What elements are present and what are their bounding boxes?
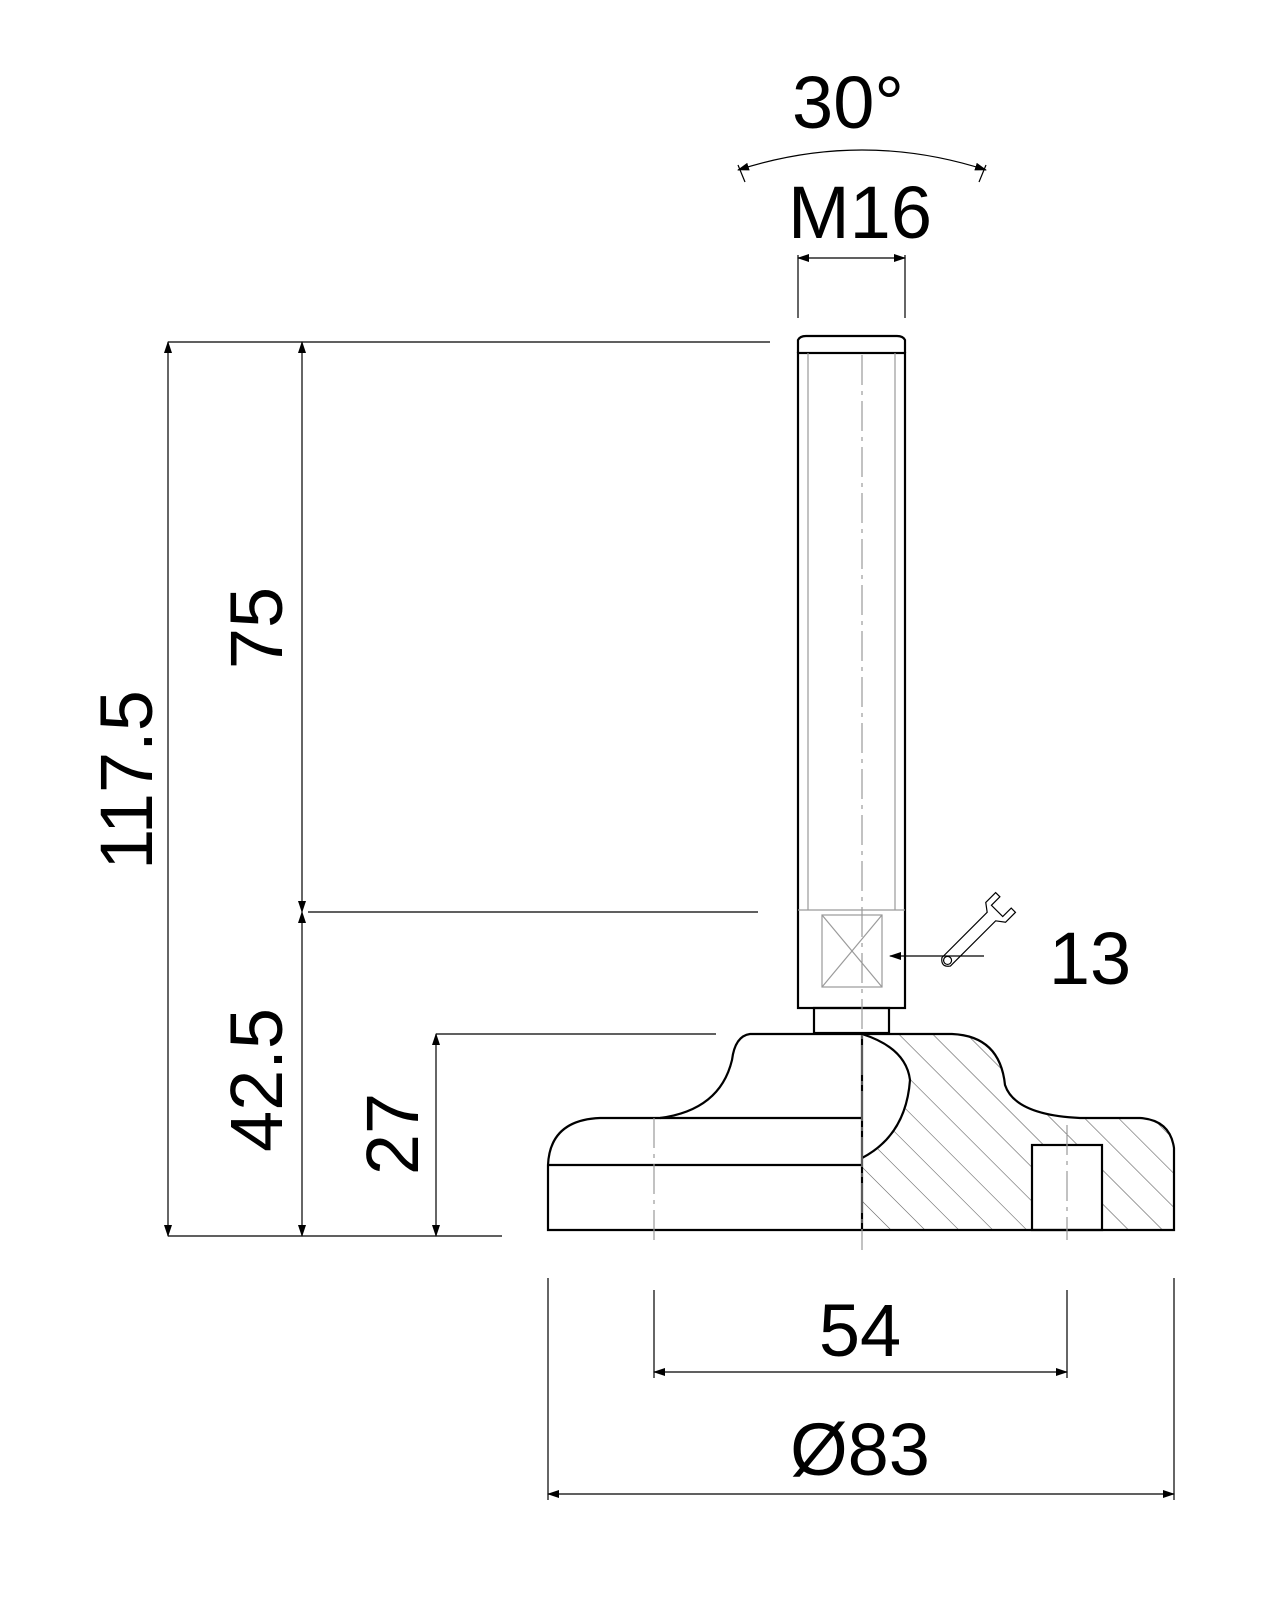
foot-height-dimension: 27 (351, 1033, 440, 1237)
base-foot (546, 1032, 1176, 1240)
base-diameter-label: Ø83 (790, 1408, 930, 1491)
foot-height-label: 27 (351, 1093, 434, 1175)
total-height-dimension: 117.5 (85, 341, 172, 1237)
threaded-stem (796, 334, 907, 1035)
stem-length-dimension: 75 (215, 341, 306, 913)
base-diameter-dimension: Ø83 (547, 1278, 1175, 1500)
section-hatch (862, 1034, 1174, 1230)
thread-dimension: M16 (788, 171, 932, 318)
stem-length-label: 75 (215, 587, 298, 669)
wrench-size-callout: 13 (889, 891, 1131, 1000)
wrench-size-label: 13 (1049, 917, 1131, 1000)
angle-dimension: 30° (737, 61, 987, 183)
wrench-icon (941, 891, 1017, 967)
base-height-label: 42.5 (215, 1008, 298, 1152)
total-height-label: 117.5 (85, 690, 168, 870)
bolt-spacing-dimension: 54 (653, 1289, 1068, 1378)
thread-label: M16 (788, 171, 932, 254)
angle-label: 30° (792, 61, 904, 144)
bolt-spacing-label: 54 (819, 1289, 901, 1372)
base-height-dimension: 42.5 (215, 911, 306, 1237)
